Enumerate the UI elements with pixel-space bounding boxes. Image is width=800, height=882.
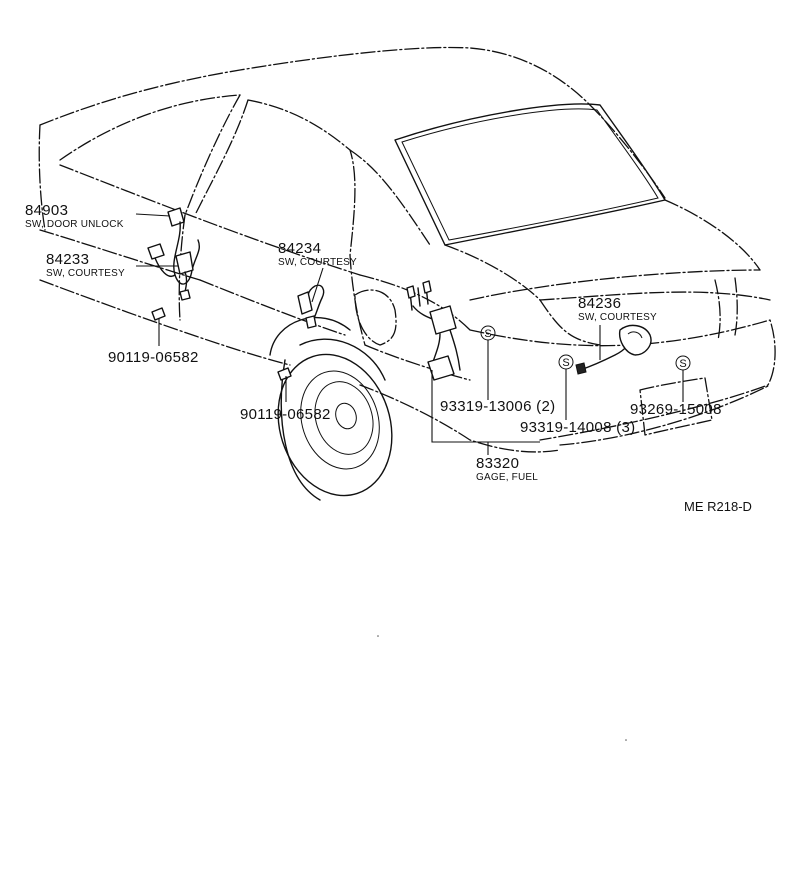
svg-text:84234: 84234 xyxy=(278,240,321,257)
callout-83320: 83320 GAGE, FUEL xyxy=(476,455,538,483)
leader-lines xyxy=(135,213,684,455)
callout-84236: 84236 SW, COURTESY xyxy=(578,295,657,323)
svg-text:93269-15008: 93269-15008 xyxy=(630,401,722,418)
print-speck xyxy=(625,739,627,741)
svg-text:93319-14008 (3): 93319-14008 (3) xyxy=(520,419,635,436)
rear-wheel xyxy=(269,316,393,501)
callout-84903: 84903 SW, DOOR UNLOCK xyxy=(25,202,124,230)
callout-93319-14008: 93319-14008 (3) xyxy=(520,419,635,436)
svg-text:GAGE, FUEL: GAGE, FUEL xyxy=(476,472,538,483)
callout-93319-13006: 93319-13006 (2) xyxy=(440,398,555,415)
svg-text:84903: 84903 xyxy=(25,202,68,219)
callout-84234: 84234 SW, COURTESY xyxy=(278,240,357,268)
fuel-gage-unit xyxy=(406,280,461,381)
svg-text:93319-13006 (2): 93319-13006 (2) xyxy=(440,398,555,415)
callout-90119-quarter: 90119-06582 xyxy=(240,406,331,423)
door-screw xyxy=(151,307,166,321)
quarter-screw xyxy=(277,367,292,381)
svg-text:SW, COURTESY: SW, COURTESY xyxy=(46,268,125,279)
rear-courtesy-switch xyxy=(297,284,325,329)
svg-text:SW, COURTESY: SW, COURTESY xyxy=(278,257,357,268)
svg-text:S: S xyxy=(484,328,491,340)
svg-text:SW, COURTESY: SW, COURTESY xyxy=(578,312,657,323)
svg-text:84233: 84233 xyxy=(46,251,89,268)
svg-text:83320: 83320 xyxy=(476,455,519,472)
screw-symbol-2: S xyxy=(558,354,574,370)
door-unlock-switch xyxy=(147,207,201,301)
svg-text:90119-06582: 90119-06582 xyxy=(108,349,199,366)
svg-text:S: S xyxy=(562,357,569,369)
trunk-courtesy-switch xyxy=(575,324,652,375)
svg-text:S: S xyxy=(679,358,686,370)
svg-text:90119-06582: 90119-06582 xyxy=(240,406,331,423)
svg-text:84236: 84236 xyxy=(578,295,621,312)
reference-code: ME R218-D xyxy=(684,499,752,514)
callout-84233: 84233 SW, COURTESY xyxy=(46,251,125,279)
callout-90119-door: 90119-06582 xyxy=(108,349,199,366)
callout-93269-15008: 93269-15008 xyxy=(630,401,722,418)
print-speck xyxy=(377,635,379,637)
screw-symbol-3: S xyxy=(675,355,691,371)
svg-text:SW, DOOR UNLOCK: SW, DOOR UNLOCK xyxy=(25,219,124,230)
